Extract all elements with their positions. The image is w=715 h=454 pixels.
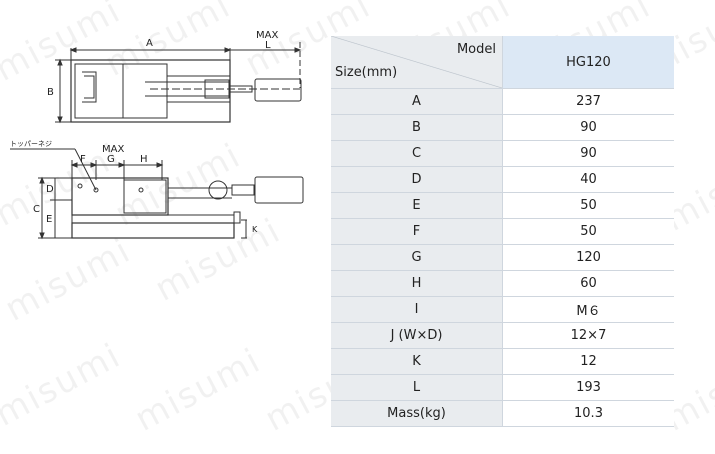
spec-label: I [331,296,503,323]
dim-label-a: A [146,38,153,49]
spec-label: Mass(kg) [331,400,503,427]
model-value: HG120 [502,36,674,89]
dim-label-max-side: MAX [102,144,124,155]
size-label: Size(mm) [335,65,398,80]
dim-label-d: D [46,184,54,195]
spec-label: G [331,244,503,271]
dim-label-h: H [140,154,148,165]
dim-label-k: K [252,225,258,234]
spec-value: 237 [502,88,674,115]
spec-value: 40 [502,166,674,193]
spec-value: 12×7 [502,322,674,349]
dimension-diagram: A MAX L B トッパーネジ MAX F G H D C E K [10,30,304,240]
model-label: Model [456,42,496,57]
dim-label-l: L [265,40,271,51]
spec-label: K [331,348,503,375]
spec-value: 90 [502,114,674,141]
dim-label-b: B [47,87,54,98]
spec-value: 60 [502,270,674,297]
spec-value: 10.3 [502,400,674,427]
spec-label: F [331,218,503,245]
spec-value: M６ [502,296,674,323]
spec-value: 50 [502,192,674,219]
dim-label-f: F [80,154,86,165]
spec-label: L [331,374,503,401]
dim-label-c: C [33,204,40,215]
topper-screw-note: トッパーネジ [10,140,52,148]
header-corner-cell: Model Size(mm) [331,36,503,89]
table-row: Mass(kg)10.3 [331,400,674,427]
spec-value: 193 [502,374,674,401]
side-view [10,148,304,240]
dimension-labels: A MAX L B トッパーネジ MAX F G H D C E K [10,30,278,234]
spec-label: J (W×D) [331,322,503,349]
spec-value: 120 [502,244,674,271]
spec-label: A [331,88,503,115]
table-row: J (W×D)12×7 [331,322,674,349]
top-view [55,42,302,124]
spec-label: H [331,270,503,297]
dim-label-g: G [107,154,115,165]
spec-value: 50 [502,218,674,245]
spec-label: E [331,192,503,219]
spec-label: C [331,140,503,167]
spec-label: D [331,166,503,193]
spec-label: B [331,114,503,141]
spec-table-header: Model Size(mm) HG120 [331,36,674,89]
dim-label-e: E [46,214,52,225]
spec-value: 12 [502,348,674,375]
spec-value: 90 [502,140,674,167]
dim-label-max-top: MAX [256,30,278,41]
